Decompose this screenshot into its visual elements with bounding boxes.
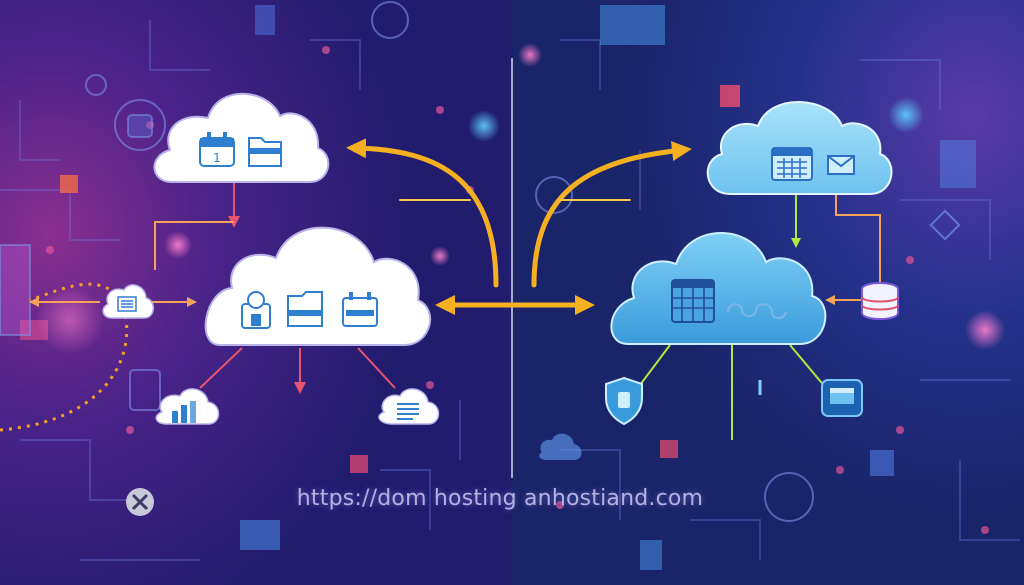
user-lock-icon (241, 291, 271, 329)
mail-icon (827, 155, 855, 175)
right-connectors (639, 195, 881, 440)
calendar-number: 1 (213, 151, 221, 165)
left-bottom-right-cloud (378, 388, 440, 425)
right-top-cloud (706, 101, 893, 195)
left-small-cloud (102, 284, 154, 319)
calendar-icon: 1 (199, 132, 235, 167)
link-icon (727, 303, 787, 319)
url-overlay-text: https://dom hosting anhostiand.com (296, 486, 704, 511)
folder-icon (248, 137, 282, 167)
right-main-cloud (610, 232, 827, 345)
monitor-icon (821, 379, 863, 417)
calendar-grid-icon (771, 147, 813, 181)
list-icon (117, 296, 137, 312)
grid-icon (671, 279, 715, 323)
left-main-cloud (204, 226, 432, 346)
server-icon (342, 292, 378, 327)
left-connectors (29, 183, 396, 394)
background-gadgets (0, 1, 961, 522)
left-top-cloud: 1 (153, 92, 330, 183)
small-background-cloud (539, 433, 582, 460)
close-circle-gadget (126, 488, 154, 516)
yellow-arrows (346, 138, 692, 315)
folder-icon (287, 291, 323, 327)
bar-chart-icon (172, 401, 196, 423)
database-icon (861, 282, 899, 320)
shield-icon (605, 376, 643, 426)
document-icon (397, 403, 419, 420)
left-bottom-cloud (155, 388, 220, 425)
